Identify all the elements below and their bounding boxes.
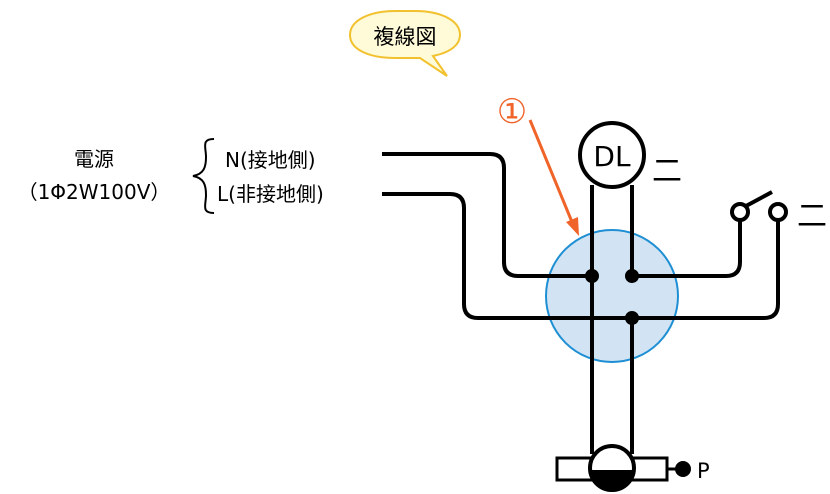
switch-terminal-left [730,202,750,222]
live-to-switch-wire [632,220,780,320]
outlet-label: P [697,459,710,483]
downlight-symbol: 二 [652,154,682,189]
marker-label: ① [497,92,527,132]
junction-dot-return [625,269,639,283]
power-source-label: 電源 [74,147,114,171]
switch-symbol: 二 [797,199,827,234]
junction-dot-live [625,311,639,325]
marker-arrowhead [566,217,579,236]
switch-terminal-right [768,202,788,222]
switch [730,190,788,222]
neutral-wire [382,152,592,278]
downlight-label: DL [593,140,631,173]
title-bubble-text: 複線図 [374,25,437,49]
switch-return-wire [632,220,742,278]
power-source-spec: （1Φ2W100V） [18,180,171,204]
live-line-label: L(非接地側) [217,182,324,206]
title-bubble: 複線図 [348,10,462,77]
live-wire [382,192,632,320]
junction-box [545,229,679,363]
marker-callout: ① [497,92,579,236]
neutral-line-label: N(接地側) [225,148,316,172]
downlight: DL [578,121,646,189]
outlet [555,444,691,492]
power-brace [192,138,215,214]
junction-dot-neutral [585,269,599,283]
outlet-indicator-dot [675,461,691,477]
